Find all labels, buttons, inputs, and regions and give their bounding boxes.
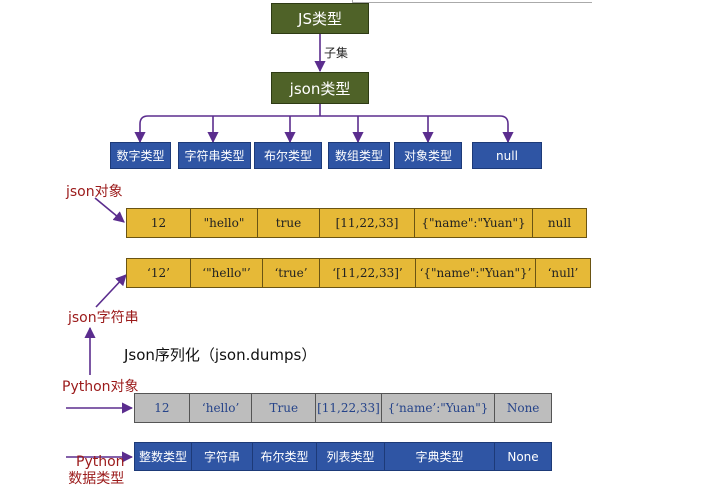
python-object-label: Python对象 (62, 379, 139, 395)
python-object-cell: None (506, 401, 540, 415)
python-object-row: 12 ‘hello’ True [11,22,33] {‘name’:"Yuan… (134, 393, 552, 423)
python-object-cell: [11,22,33] (316, 394, 382, 422)
arrow-json-object-label (94, 197, 125, 223)
json-string-cell: ‘{"name":"Yuan"}’ (416, 259, 536, 287)
json-type-node: json类型 (271, 72, 369, 104)
serialization-caption: Json序列化（json.dumps） (124, 346, 317, 364)
python-type-cell: 列表类型 (317, 443, 385, 470)
json-type-string: 字符串类型 (178, 142, 251, 169)
json-object-label: json对象 (66, 184, 123, 200)
python-type-cell: 字典类型 (385, 443, 495, 470)
json-string-cell: ‘"hello"’ (191, 259, 263, 287)
python-types-label-line2: 数据类型 (68, 471, 125, 487)
arrow-json-string-label (95, 274, 127, 308)
python-object-cell: 12 (135, 394, 190, 422)
python-types-label: Python 数据类型 (68, 454, 125, 488)
json-string-label: json字符串 (68, 310, 139, 326)
python-type-cell: 字符串 (192, 443, 253, 470)
json-type-number: 数字类型 (110, 142, 171, 169)
python-type-cell: 布尔类型 (253, 443, 317, 470)
json-type-null: null (472, 142, 542, 169)
arrow-branch-left (134, 115, 320, 144)
json-object-cell: [11,22,33] (320, 209, 415, 237)
json-type-boolean: 布尔类型 (254, 142, 322, 169)
top-table-strip (352, 0, 592, 3)
python-object-cell: ‘hello’ (190, 394, 253, 422)
json-string-cell: ‘[11,22,33]’ (320, 259, 416, 287)
python-object-cell: {‘name’:"Yuan"} (382, 394, 496, 422)
json-object-cell: null (547, 216, 572, 230)
json-object-cell: 12 (127, 209, 191, 237)
python-types-label-line1: Python (76, 454, 125, 470)
json-string-cell: ‘null’ (547, 266, 579, 280)
subset-label: 子集 (324, 46, 349, 60)
json-object-cell: {"name":"Yuan"} (415, 209, 533, 237)
python-object-cell: True (252, 394, 317, 422)
json-string-cell: ‘12’ (127, 259, 191, 287)
json-string-cell: ‘true’ (263, 259, 320, 287)
arrow-branch-right (320, 115, 514, 144)
python-type-row: 整数类型 字符串 布尔类型 列表类型 字典类型 None (134, 442, 552, 471)
python-type-cell: None (507, 449, 539, 464)
json-object-cell: true (258, 209, 320, 237)
json-type-object: 对象类型 (394, 142, 462, 169)
python-type-cell: 整数类型 (135, 443, 192, 470)
js-type-node: JS类型 (271, 3, 369, 34)
json-type-array: 数组类型 (328, 142, 390, 169)
json-object-cell: "hello" (191, 209, 258, 237)
json-string-row: ‘12’ ‘"hello"’ ‘true’ ‘[11,22,33]’ ‘{"na… (126, 258, 591, 288)
json-object-row: 12 "hello" true [11,22,33] {"name":"Yuan… (126, 208, 587, 238)
